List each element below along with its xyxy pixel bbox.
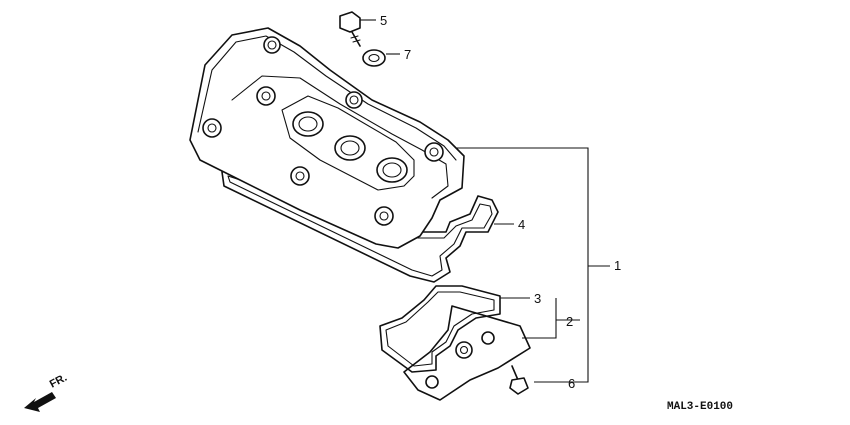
- boss-2: [256, 86, 276, 106]
- plate-bolt: [509, 365, 529, 395]
- plug-hole-1: [292, 111, 324, 137]
- breather-plate: [403, 305, 531, 401]
- callout-3: 3: [534, 291, 541, 306]
- boss-5: [424, 142, 444, 162]
- boss-7: [374, 206, 394, 226]
- front-label: FR.: [48, 372, 69, 391]
- boss-4: [345, 91, 363, 109]
- cylinder-head-cover: [189, 27, 465, 249]
- leader-lines: [360, 19, 610, 383]
- callout-4: 4: [518, 217, 525, 232]
- callout-2: 2: [566, 314, 573, 329]
- front-arrow-icon: [24, 392, 56, 412]
- boss-3: [202, 118, 222, 138]
- plug-hole-3: [376, 157, 408, 183]
- callout-6: 6: [568, 376, 575, 391]
- breather-gasket: [379, 285, 501, 373]
- callout-1: 1: [614, 258, 621, 273]
- sealing-washer: [362, 49, 386, 67]
- plug-hole-2: [334, 135, 366, 161]
- head-cover-gasket: [221, 169, 499, 283]
- boss-1: [263, 36, 281, 54]
- callout-5: 5: [380, 13, 387, 28]
- callout-7: 7: [404, 47, 411, 62]
- boss-6: [290, 166, 310, 186]
- cover-bolt: [339, 11, 361, 47]
- diagram-code: MAL3-E0100: [667, 401, 733, 413]
